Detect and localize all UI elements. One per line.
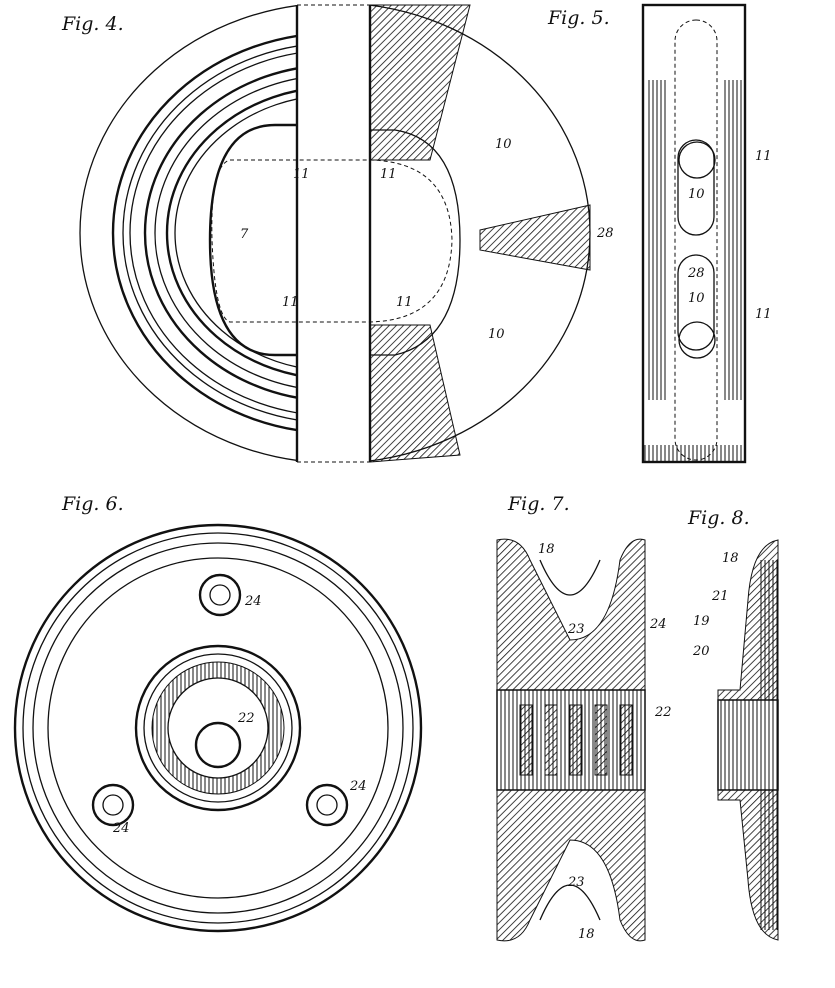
label-24: 24 [349, 779, 367, 794]
label-11: 11 [293, 167, 310, 182]
label-18: 18 [538, 542, 555, 557]
label-11: 11 [396, 295, 413, 310]
label-28: 28 [687, 266, 705, 281]
figure-5-title: Fig. 5. [547, 7, 610, 29]
label-22: 22 [237, 711, 255, 726]
label-19: 19 [693, 614, 710, 629]
label-20: 20 [692, 644, 710, 659]
label-10: 10 [488, 327, 505, 342]
label-21: 21 [711, 589, 729, 604]
label-7: 7 [240, 227, 249, 242]
label-11: 11 [282, 295, 299, 310]
label-11: 11 [380, 167, 397, 182]
label-18: 18 [722, 551, 739, 566]
label-18: 18 [578, 927, 595, 942]
label-23: 23 [567, 875, 585, 890]
label-24: 24 [112, 821, 130, 836]
label-23: 23 [567, 622, 585, 637]
label-28: 28 [596, 226, 614, 241]
label-10: 10 [495, 137, 512, 152]
figure-4: Fig. 4. 11 11 11 11 7 10 10 [61, 4, 614, 463]
fig4-left-flange [79, 4, 297, 462]
thread-coils [519, 704, 633, 776]
label-10: 10 [688, 187, 705, 202]
figure-8-title: Fig. 8. [687, 507, 750, 529]
label-10: 10 [688, 291, 705, 306]
figure-6: Fig. 6. 24 22 24 24 [13, 493, 423, 933]
figure-5: Fig. 5. 11 10 28 10 11 [547, 3, 772, 464]
label-22: 22 [654, 705, 672, 720]
fig4-right-section [370, 4, 591, 463]
figure-7-title: Fig. 7. [507, 493, 570, 515]
figure-7: Fig. 7. 18 23 24 22 23 18 [496, 493, 672, 942]
label-11: 11 [755, 307, 772, 322]
label-24: 24 [649, 617, 667, 632]
figure-6-title: Fig. 6. [61, 493, 124, 515]
label-24: 24 [244, 594, 262, 609]
figure-8: Fig. 8. 18 21 19 20 [687, 507, 779, 941]
figure-4-title: Fig. 4. [61, 13, 124, 35]
label-11: 11 [755, 149, 772, 164]
